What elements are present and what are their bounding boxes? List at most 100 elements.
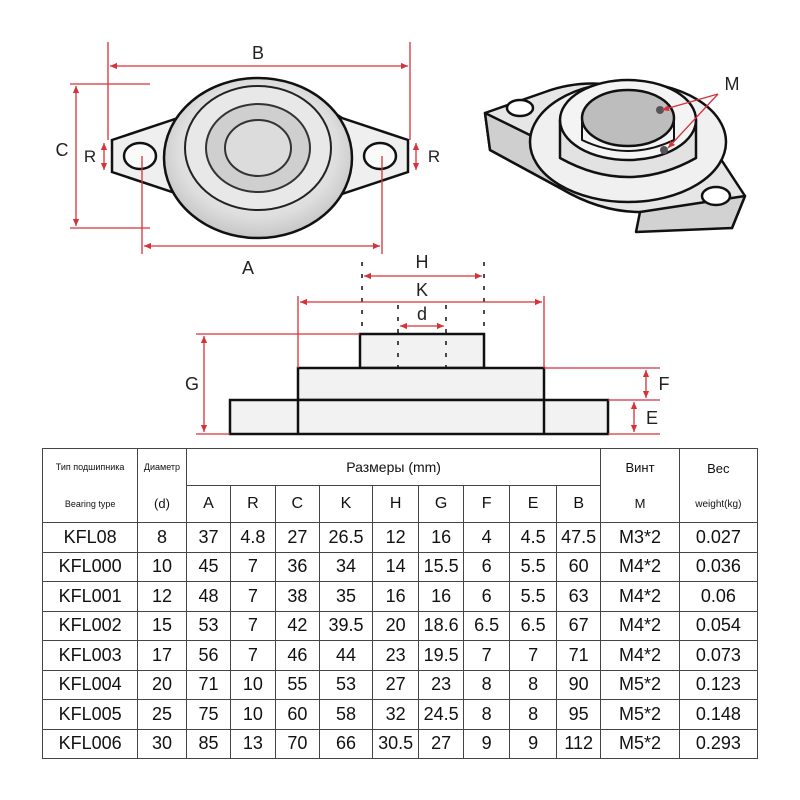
cell-e: 6.5 [509,610,557,641]
label-h: H [416,252,429,272]
cell-a: 48 [185,581,232,612]
cell-g: 15.5 [418,551,464,582]
cell-b: 47.5 [555,522,602,553]
header-diameter-ru: Диаметр [143,461,181,472]
header-weight-en: weight(kg) [695,499,742,511]
cell-m: M4*2 [600,610,680,641]
cell-e: 4.5 [509,522,557,553]
column-header-r: R [230,485,276,523]
cell-e: 5.5 [509,551,557,582]
cell-f: 8 [462,699,511,730]
cell-d: 20 [137,669,187,700]
label-f: F [659,374,670,394]
cell-h: 14 [371,551,420,582]
column-header-b: B [555,485,602,523]
cell-c: 36 [274,551,321,582]
cell-r: 7 [230,581,276,612]
cell-m: M4*2 [600,640,680,671]
header-weight: Вес weight(kg) [678,448,759,523]
cell-a: 56 [185,640,232,671]
cell-h: 16 [371,581,420,612]
cell-c: 27 [274,522,321,553]
cell-w: 0.293 [678,728,759,759]
cell-b: 63 [555,581,602,612]
cell-d: 10 [137,551,187,582]
header-screw-en: M [634,496,646,512]
cell-k: 58 [319,699,373,730]
header-screw-ru: Винт [625,459,655,475]
cell-c: 55 [274,669,321,700]
cell-w: 0.06 [678,581,759,612]
cell-a: 45 [185,551,232,582]
cell-e: 8 [509,699,557,730]
technical-drawing: B C R R A M [56,42,747,436]
top-view-dimensions [70,42,420,254]
cell-b: 71 [555,640,602,671]
cell-b: 60 [555,551,602,582]
cell-h: 30.5 [371,728,420,759]
m-callout [661,93,719,149]
cell-c: 38 [274,581,321,612]
label-a: A [242,258,254,278]
column-header-e: E [509,485,557,523]
label-e: E [646,408,658,428]
header-type: Тип подшипника Bearing type [41,448,139,523]
cell-type: KFL001 [41,581,139,612]
side-view [228,332,610,436]
cell-r: 7 [230,551,276,582]
cell-f: 4 [462,522,511,553]
label-m: M [725,74,740,94]
cell-r: 10 [230,669,276,700]
label-g: G [185,374,199,394]
cell-a: 75 [185,699,232,730]
cell-e: 8 [509,669,557,700]
cell-r: 10 [230,699,276,730]
cell-g: 19.5 [418,640,464,671]
isometric-view [483,78,747,234]
cell-c: 60 [274,699,321,730]
cell-a: 85 [185,728,232,759]
top-view [110,76,410,240]
column-header-f: F [462,485,511,523]
cell-k: 35 [319,581,373,612]
cell-g: 23 [418,669,464,700]
cell-w: 0.054 [678,610,759,641]
cell-type: KFL005 [41,699,139,730]
header-screw: Винт M [600,448,680,523]
header-type-en: Bearing type [64,498,116,509]
cell-type: KFL003 [41,640,139,671]
cell-a: 71 [185,669,232,700]
cell-r: 13 [230,728,276,759]
cell-f: 6.5 [462,610,511,641]
header-diameter-en: (d) [154,495,170,511]
cell-f: 7 [462,640,511,671]
cell-m: M5*2 [600,699,680,730]
cell-g: 18.6 [418,610,464,641]
header-diameter: Диаметр (d) [137,448,187,523]
cell-d: 12 [137,581,187,612]
cell-d: 25 [137,699,187,730]
cell-k: 53 [319,669,373,700]
cell-k: 66 [319,728,373,759]
cell-h: 20 [371,610,420,641]
cell-w: 0.027 [678,522,759,553]
column-header-c: C [274,485,321,523]
spec-table: Тип подшипника Bearing type Диаметр (d) … [41,448,759,759]
cell-a: 37 [185,522,232,553]
column-header-h: H [371,485,420,523]
cell-w: 0.073 [678,640,759,671]
cell-k: 26.5 [319,522,373,553]
cell-type: KFL000 [41,551,139,582]
cell-g: 24.5 [418,699,464,730]
cell-c: 46 [274,640,321,671]
cell-m: M4*2 [600,581,680,612]
cell-w: 0.123 [678,669,759,700]
cell-g: 16 [418,581,464,612]
cell-f: 6 [462,551,511,582]
